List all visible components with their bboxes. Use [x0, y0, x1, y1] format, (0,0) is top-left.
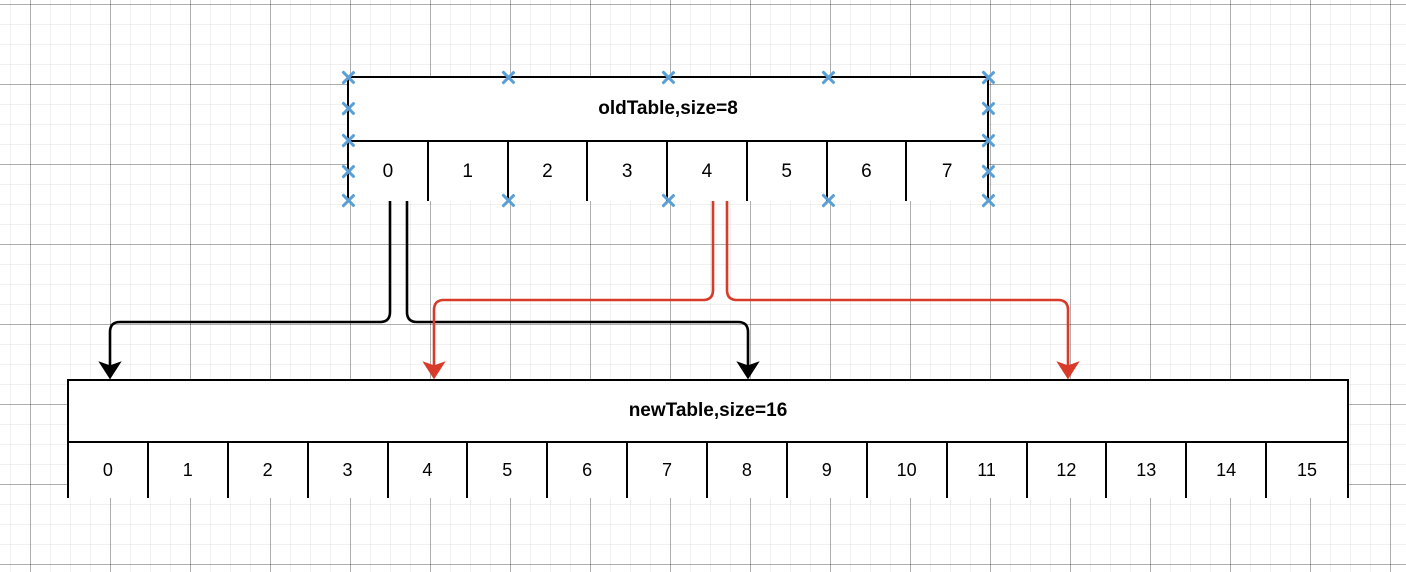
- resize-handle-10[interactable]: [980, 163, 997, 180]
- new-table-cell-2[interactable]: 2: [229, 443, 309, 498]
- new-table-cell-15[interactable]: 15: [1297, 460, 1318, 480]
- new-table-cell-14[interactable]: 14: [1187, 443, 1268, 498]
- new-table-title: newTable,size=16: [69, 381, 1347, 441]
- resize-handle-13[interactable]: [660, 192, 677, 209]
- new-table-cell-3[interactable]: 3: [309, 443, 389, 498]
- connector-old0-to-new0[interactable]: [98, 201, 392, 380]
- new-table-cell-6[interactable]: 6: [548, 443, 629, 498]
- old-table-cell-7[interactable]: 7: [941, 160, 953, 182]
- resize-handle-3[interactable]: [820, 69, 837, 86]
- resize-handle-9[interactable]: [340, 163, 357, 180]
- old-table-cell-6[interactable]: 6: [828, 142, 908, 201]
- old-table-title: oldTable,size=8: [349, 78, 987, 140]
- connector-old0-to-new8[interactable]: [405, 201, 760, 380]
- old-table-cell-2[interactable]: 2: [509, 142, 589, 201]
- old-table-cell-4[interactable]: 4: [668, 142, 748, 201]
- new-table-cell-8[interactable]: 8: [708, 443, 788, 498]
- resize-handle-11[interactable]: [340, 192, 357, 209]
- resize-handle-2[interactable]: [660, 69, 677, 86]
- new-table-cell-7[interactable]: 7: [628, 443, 708, 498]
- new-table-cell-9[interactable]: 9: [788, 443, 868, 498]
- resize-handle-6[interactable]: [980, 100, 997, 117]
- new-table-cell-10[interactable]: 10: [868, 443, 948, 498]
- old-table-cell-1[interactable]: 1: [429, 142, 509, 201]
- new-table-cell-11[interactable]: 11: [948, 443, 1028, 498]
- new-table-cell-12[interactable]: 12: [1028, 443, 1108, 498]
- resize-handle-7[interactable]: [340, 132, 357, 149]
- new-table-cell-1[interactable]: 1: [149, 443, 229, 498]
- connector-old4-to-new12[interactable]: [725, 201, 1080, 380]
- old-table-cell-5[interactable]: 5: [748, 142, 828, 201]
- resize-handle-14[interactable]: [820, 192, 837, 209]
- new-table-cell-5[interactable]: 5: [468, 443, 549, 498]
- resize-handle-15[interactable]: [980, 192, 997, 209]
- resize-handle-8[interactable]: [980, 132, 997, 149]
- new-table-cell-13[interactable]: 13: [1107, 443, 1188, 498]
- new-table-cell-4[interactable]: 4: [389, 443, 469, 498]
- resize-handle-0[interactable]: [340, 69, 357, 86]
- resize-handle-12[interactable]: [500, 192, 517, 209]
- old-table-cell-3[interactable]: 3: [588, 142, 668, 201]
- resize-handle-4[interactable]: [980, 69, 997, 86]
- connector-old4-to-new4[interactable]: [422, 201, 715, 380]
- resize-handle-5[interactable]: [340, 100, 357, 117]
- old-table-cell-0[interactable]: 0: [349, 142, 429, 201]
- resize-handle-1[interactable]: [500, 69, 517, 86]
- new-table-cell-0[interactable]: 0: [69, 443, 149, 498]
